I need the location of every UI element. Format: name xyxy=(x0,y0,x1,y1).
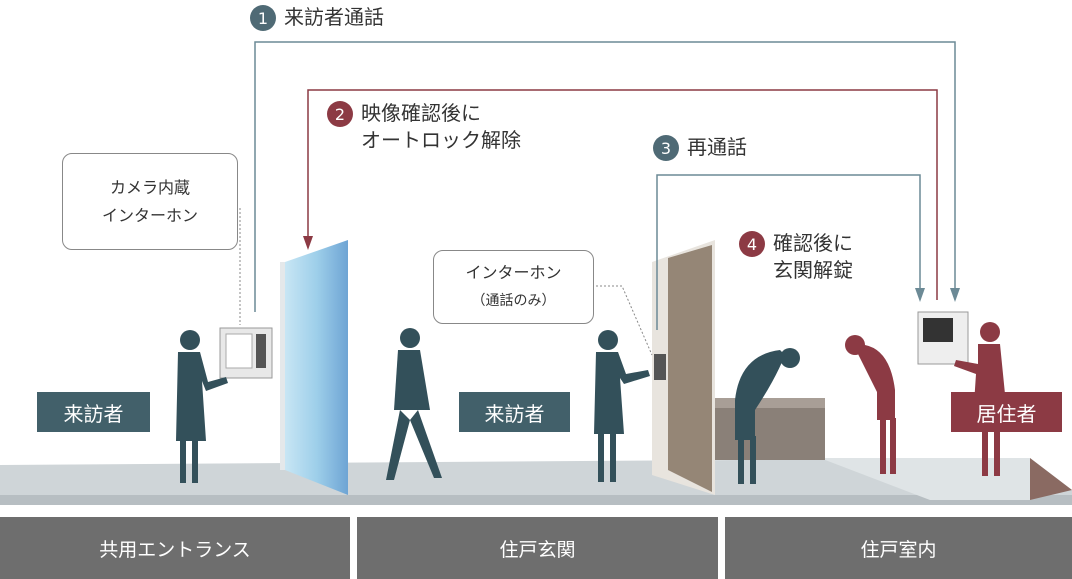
glass-door xyxy=(285,240,348,495)
step-2-label-line-1: 映像確認後に xyxy=(361,101,481,125)
step-4-label-line-1: 確認後に xyxy=(773,231,853,255)
tag-visitor-door: 来訪者 xyxy=(459,392,570,432)
counter xyxy=(715,400,825,460)
step-3-label: 再通話 xyxy=(687,135,747,159)
line-step-2 xyxy=(307,89,938,300)
callout-camera-intercom: カメラ内蔵 インターホン xyxy=(62,153,238,250)
unit-door xyxy=(668,245,712,492)
tag-resident: 居住者 xyxy=(951,392,1062,432)
callout-line: （通話のみ） xyxy=(471,293,556,309)
visitor-figure-bowing xyxy=(735,348,800,484)
step-number-badge: 1 xyxy=(250,5,276,31)
door-intercom xyxy=(654,354,666,380)
resident-figure-bowing xyxy=(845,335,896,474)
floor xyxy=(0,458,1072,505)
zone-unit-interior: 住戸室内 xyxy=(725,517,1072,579)
callout-line: インターホン xyxy=(465,263,562,282)
step-number-badge: 4 xyxy=(739,231,765,257)
visitor-figure-entrance xyxy=(176,330,228,483)
step-2: 2 映像確認後にオートロック解除 xyxy=(327,100,521,154)
zone-unit-entrance: 住戸玄関 xyxy=(357,517,718,579)
entrance-intercom-panel xyxy=(219,327,273,379)
step-1-label: 来訪者通話 xyxy=(284,5,384,29)
step-number-badge: 3 xyxy=(653,135,679,161)
line-step-1 xyxy=(254,41,956,312)
line-step-3 xyxy=(656,174,921,330)
room-floor xyxy=(820,458,1030,500)
step-4: 4 確認後に玄関解錠 xyxy=(739,230,853,284)
room-intercom-monitor xyxy=(917,311,969,365)
step-4-label-line-2: 玄関解錠 xyxy=(773,258,853,282)
callout-line: インターホン xyxy=(101,205,198,225)
visitor-figure-walking xyxy=(386,328,442,480)
visitor-figure-door xyxy=(594,330,650,482)
tag-visitor-entrance: 来訪者 xyxy=(37,392,150,432)
callout-line: カメラ内蔵 xyxy=(109,177,190,197)
step-number-badge: 2 xyxy=(327,101,353,127)
step-3: 3 再通話 xyxy=(653,134,747,161)
callout-door-intercom: インターホン （通話のみ） xyxy=(433,250,594,324)
resident-figure-monitor xyxy=(954,322,1006,476)
zone-common-entrance: 共用エントランス xyxy=(0,517,350,579)
step-2-label-line-2: オートロック解除 xyxy=(361,128,521,152)
step-1: 1 来訪者通話 xyxy=(250,4,384,31)
